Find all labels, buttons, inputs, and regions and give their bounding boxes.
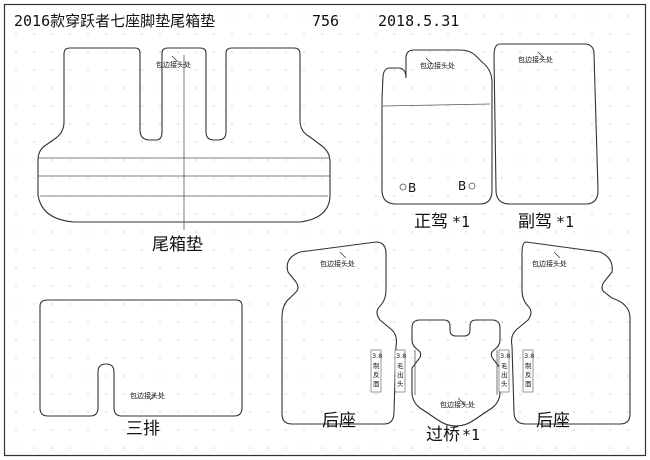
- right-edge-note: 3.8 毛 出 头 3.8 制 反 面: [498, 349, 534, 393]
- driver-note-leader: [425, 57, 433, 65]
- right-note-box-a: [498, 349, 510, 393]
- bridge-label: 过桥: [426, 425, 460, 445]
- rear-left-piece: 包边接头处 后座: [281, 241, 398, 431]
- passenger-seam-note: 包边接头处: [518, 55, 553, 64]
- rear-right-piece: 包边接头处 后座: [510, 241, 631, 431]
- right-width-b: 3.8: [524, 352, 534, 360]
- rear-right-seam-note: 包边接头处: [532, 259, 567, 268]
- driver-seam-note: 包边接头处: [420, 61, 455, 70]
- passenger-note-leader: [537, 51, 545, 59]
- left-cut-3: 面: [373, 380, 380, 388]
- right-note-box-b: [522, 349, 534, 393]
- driver-mat-qty: *1: [452, 213, 470, 231]
- rear-left-outline: [281, 241, 398, 425]
- right-burr-2: 出: [501, 370, 508, 379]
- left-burr-1: 毛: [397, 361, 404, 370]
- rear-right-outline: [510, 241, 631, 425]
- right-burr-1: 毛: [501, 361, 508, 370]
- right-cut-1: 制: [525, 361, 532, 370]
- rear-right-note-leader: [553, 251, 561, 259]
- rear-right-label: 后座: [536, 411, 570, 431]
- right-cut-3: 面: [525, 380, 532, 388]
- left-width-a: 3.8: [372, 352, 382, 360]
- passenger-mat-piece: 包边接头处 副驾 *1: [493, 43, 599, 232]
- bridge-note-leader: [457, 397, 465, 405]
- left-cut-1: 制: [373, 361, 380, 370]
- driver-clip-hole-right: [468, 182, 476, 190]
- rear-left-seam-note: 包边接头处: [320, 259, 355, 268]
- driver-mat-outline: [381, 49, 493, 205]
- passenger-mat-outline: [493, 43, 599, 205]
- driver-mat-piece: 包边接头处 B B 正驾 *1: [381, 49, 493, 232]
- trunk-note-leader: [171, 55, 179, 63]
- drawing-date: 2018.5.31: [378, 12, 459, 30]
- driver-marker-left: B: [408, 181, 416, 195]
- bridge-seam-note: 包边接头处: [440, 400, 475, 409]
- trunk-seam-note: 包边接头处: [156, 60, 191, 69]
- left-note-box-a: [370, 349, 382, 393]
- left-width-b: 3.8: [396, 352, 406, 360]
- trunk-mat-piece: 包边接头处 尾箱垫: [37, 47, 331, 255]
- drawing-code: 756: [312, 12, 339, 30]
- right-burr-3: 头: [501, 379, 508, 388]
- driver-clip-hole-left: [399, 183, 407, 191]
- rear-left-label: 后座: [322, 411, 356, 431]
- passenger-mat-qty: *1: [556, 213, 574, 231]
- driver-mat-heel-line: [382, 103, 491, 107]
- drawing-title: 2016款穿跃者七座脚垫尾箱垫: [14, 12, 215, 30]
- left-burr-2: 出: [397, 370, 404, 379]
- driver-mat-label: 正驾: [414, 212, 448, 232]
- driver-marker-right: B: [458, 179, 466, 193]
- trunk-mat-label: 尾箱垫: [152, 235, 203, 255]
- third-row-seam-note: 包边接头处: [130, 391, 165, 400]
- right-cut-2: 反: [525, 370, 532, 379]
- third-row-outline: [39, 299, 243, 417]
- bridge-piece: 包边接头处 过桥 *1: [411, 319, 501, 445]
- bridge-qty: *1: [462, 426, 480, 444]
- right-width-a: 3.8: [500, 352, 510, 360]
- left-note-box-b: [394, 349, 406, 393]
- left-edge-note: 3.8 制 反 面 3.8 毛 出 头: [370, 349, 406, 393]
- dot-grid: [15, 15, 629, 449]
- third-row-piece: 包边接头处 三排: [39, 299, 243, 439]
- left-cut-2: 反: [373, 370, 380, 379]
- third-row-label: 三排: [126, 419, 160, 439]
- third-row-note-leader: [149, 392, 157, 401]
- bridge-outline: [411, 319, 501, 427]
- passenger-mat-label: 副驾: [518, 212, 552, 232]
- trunk-mat-outline: [37, 47, 331, 223]
- drawing-frame: [3, 3, 647, 457]
- rear-left-note-leader: [339, 251, 347, 259]
- left-burr-3: 头: [397, 379, 404, 388]
